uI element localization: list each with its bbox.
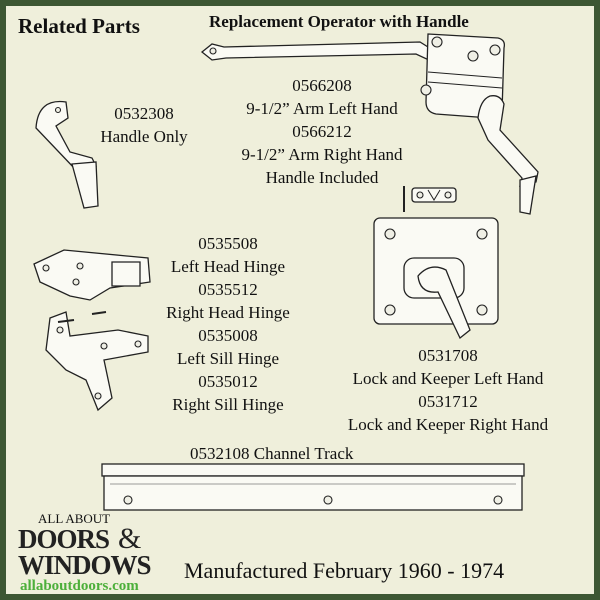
operator-description: 0566208 9-1/2” Arm Left Hand 0566212 9-1… [202,74,442,189]
hinges-illustration [33,249,151,412]
operator-part-left: 0566208 [292,76,352,95]
hinge-part: 0535012 [198,372,258,391]
lock-part-left: 0531708 [418,346,478,365]
operator-heading: Replacement Operator with Handle [209,12,469,31]
operator-note: Handle Included [265,168,379,187]
hinge-part: 0535008 [198,326,258,345]
operator-illustration [200,33,539,215]
brand-logo: ALL ABOUT DOORS & WINDOWS allaboutdoors.… [14,511,184,595]
handle-desc: Handle Only [100,127,188,146]
logo-line3: WINDOWS [18,550,152,580]
lock-description: 0531708 Lock and Keeper Left Hand 053171… [328,344,568,436]
part-illustrations [33,33,539,511]
logo-url: allaboutdoors.com [20,578,139,594]
operator-desc-left: 9-1/2” Arm Left Hand [246,99,398,118]
channel-track-illustration [101,463,525,511]
logo-line1: ALL ABOUT [38,511,111,526]
hinges-description: 0535508 Left Head Hinge 0535512 Right He… [148,232,308,416]
lock-desc-left: Lock and Keeper Left Hand [352,369,544,388]
related-parts-panel: Related Parts Replacement Operator with … [6,6,594,594]
page-title: Related Parts [18,14,140,38]
operator-desc-right: 9-1/2” Arm Right Hand [241,145,403,164]
handle-illustration [35,100,99,209]
manufactured-dates: Manufactured February 1960 - 1974 [184,558,505,583]
hinge-part: 0535512 [198,280,258,299]
hinge-desc: Right Head Hinge [166,303,290,322]
lock-desc-right: Lock and Keeper Right Hand [347,415,549,434]
operator-part-right: 0566212 [292,122,352,141]
keeper-illustration [403,186,457,212]
lock-part-right: 0531712 [418,392,478,411]
channel-track-label: 0532108 Channel Track [190,444,354,463]
handle-part-number: 0532308 [114,104,174,123]
handle-description: 0532308 Handle Only [84,102,204,148]
logo-line2: DOORS [18,524,110,554]
hinge-part: 0535508 [198,234,258,253]
hinge-desc: Left Sill Hinge [177,349,279,368]
hinge-desc: Left Head Hinge [170,257,286,276]
lock-illustration [373,217,499,340]
logo-ampersand: & [118,522,142,555]
hinge-desc: Right Sill Hinge [172,395,284,414]
